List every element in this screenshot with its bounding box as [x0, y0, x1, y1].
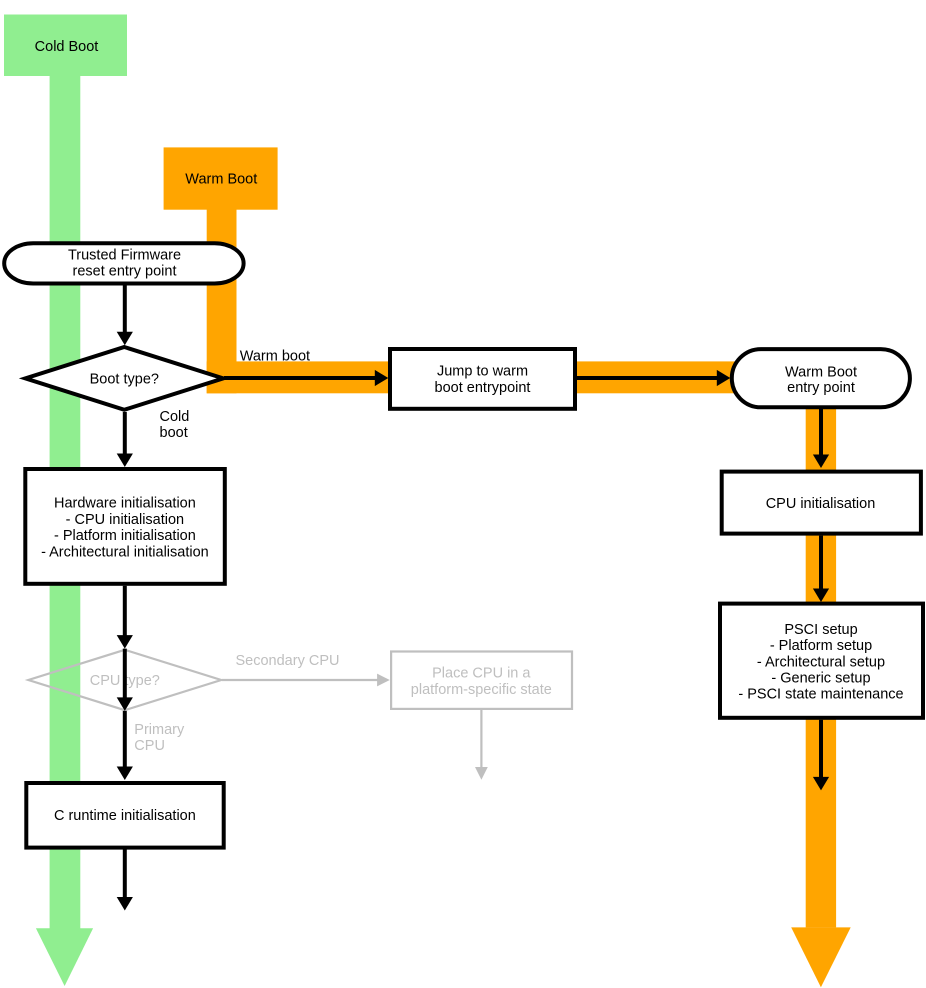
svg-text:- Architectural setup: - Architectural setup — [757, 654, 885, 670]
svg-text:CPU initialisation: CPU initialisation — [766, 496, 876, 512]
svg-text:- Platform setup: - Platform setup — [770, 638, 872, 654]
svg-text:PSCI setup: PSCI setup — [784, 622, 857, 638]
svg-text:- Generic setup: - Generic setup — [771, 671, 870, 687]
svg-text:boot entrypoint: boot entrypoint — [435, 380, 531, 396]
svg-text:Boot type?: Boot type? — [90, 372, 159, 388]
svg-text:Warm Boot: Warm Boot — [785, 365, 857, 381]
svg-text:Jump to warm: Jump to warm — [437, 363, 528, 379]
svg-text:Warm Boot: Warm Boot — [185, 172, 257, 188]
svg-text:- PSCI state maintenance: - PSCI state maintenance — [738, 687, 903, 703]
svg-text:entry point: entry point — [787, 380, 855, 396]
svg-text:Place CPU in a: Place CPU in a — [432, 665, 531, 681]
svg-text:Cold: Cold — [160, 409, 190, 425]
svg-text:- Platform initialisation: - Platform initialisation — [54, 528, 196, 544]
svg-text:Secondary CPU: Secondary CPU — [236, 653, 340, 669]
svg-text:- CPU initialisation: - CPU initialisation — [66, 512, 184, 528]
svg-text:C runtime initialisation: C runtime initialisation — [54, 808, 196, 824]
svg-text:- Architectural initialisation: - Architectural initialisation — [41, 544, 209, 560]
svg-text:Warm boot: Warm boot — [240, 349, 310, 365]
svg-text:platform-specific state: platform-specific state — [411, 682, 552, 698]
svg-text:CPU: CPU — [134, 738, 165, 754]
svg-text:Hardware initialisation: Hardware initialisation — [54, 496, 196, 512]
svg-text:Primary: Primary — [134, 722, 185, 738]
svg-text:Trusted Firmware: Trusted Firmware — [68, 248, 181, 264]
svg-text:Cold Boot: Cold Boot — [35, 39, 99, 55]
svg-text:reset entry point: reset entry point — [73, 264, 177, 280]
svg-text:boot: boot — [160, 425, 188, 441]
